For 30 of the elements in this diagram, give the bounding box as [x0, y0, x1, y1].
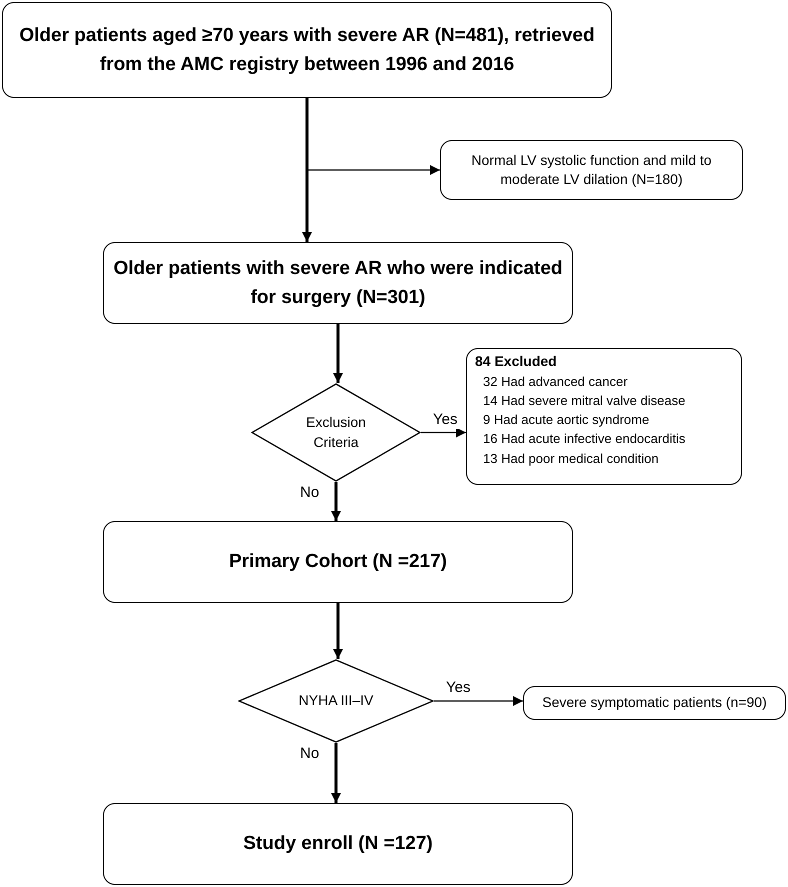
box-text: Study enroll (N =127): [243, 832, 433, 856]
decision-diamond: [238, 659, 434, 743]
arrow: [331, 743, 341, 803]
arrow: [333, 324, 343, 383]
decision-text: Exclusion Criteria: [305, 413, 367, 452]
exclusion-box: [466, 348, 742, 485]
arrow: [333, 603, 343, 659]
arrow: [306, 98, 440, 175]
exclusion-item: 32 Had advanced cancer: [482, 374, 629, 390]
exclusion-item: 13 Had poor medical condition: [482, 450, 660, 467]
exclusion-item: 16 Had acute infective endocarditis: [482, 431, 686, 448]
arrow: [302, 98, 312, 242]
box-heading: 84 Excluded: [475, 353, 558, 370]
box-text: Normal LV systolic function and mild to moderate LV dilation (N=180): [470, 150, 713, 189]
exclusion-item: 9 Had acute aortic syndrome: [482, 412, 650, 428]
decision-text: NYHA III–IV: [298, 691, 374, 710]
exclusion-item: 14 Had severe mitral valve disease: [482, 392, 686, 409]
process-box: [2, 2, 612, 98]
box-text: Older patients with severe AR who were indicated for surgery (N=301): [112, 256, 564, 310]
process-box: [103, 521, 573, 603]
decision-diamond: [251, 383, 421, 482]
arrow: [331, 482, 341, 521]
arrow: [434, 696, 523, 706]
process-box: [103, 803, 573, 885]
process-box: [103, 242, 573, 324]
box-text: Primary Cohort (N =217): [228, 550, 448, 574]
process-box: [440, 140, 743, 200]
box-text: Severe symptomatic patients (n=90): [542, 693, 767, 712]
box-text: Older patients aged ≥70 years with severe AR (N=481), retrieved from the AMC registry between 1996 and 2016: [18, 24, 596, 77]
process-box: [523, 686, 786, 720]
